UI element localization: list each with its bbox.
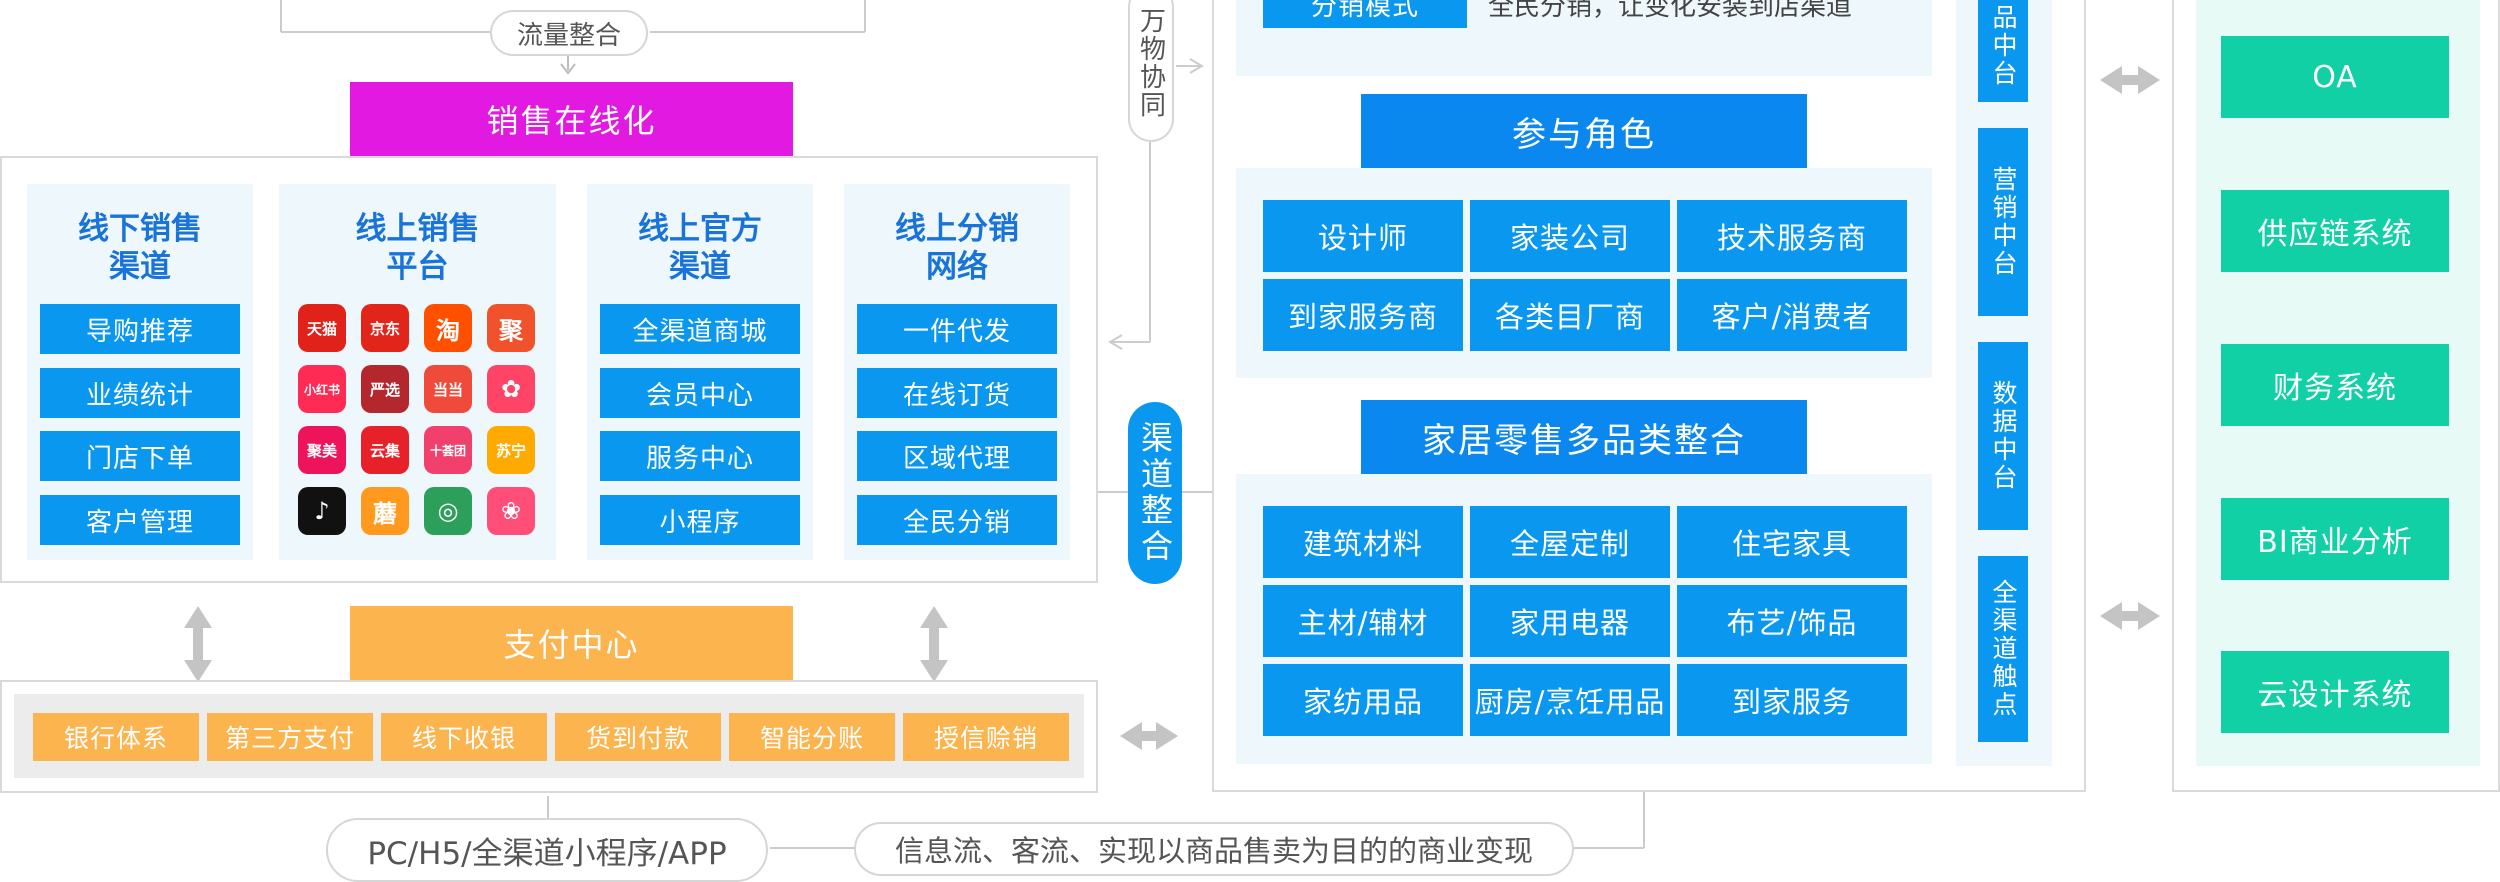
double-arrow-payment-icon [1120,722,1178,750]
terminal-label: PC/H5/全渠道小程序/APP [326,818,768,882]
xiaohongshu-icon: 小红书 [298,365,346,413]
category-item: 建筑材料 [1263,506,1463,578]
offline-item: 业绩统计 [40,368,240,418]
shijiatuan-icon: 十荟团 [424,426,472,474]
distribution-mode-cell: 分销模式 [1263,0,1467,28]
mogujie-icon: ✿ [487,365,535,413]
role-item: 到家服务商 [1263,279,1463,351]
double-arrow-left-icon [184,606,212,682]
category-item: 家纺用品 [1263,664,1463,736]
double-arrow-systems-bottom-icon [2100,602,2160,630]
official-item: 会员中心 [600,368,800,418]
jumei-icon: 聚美 [298,426,346,474]
flow-integration-label: 流量整合 [490,10,648,56]
taobao-icon: 淘 [424,304,472,352]
category-item: 布艺/饰品 [1677,585,1907,657]
wanwu-collab-label: 万物协同 [1128,0,1174,142]
distribution-mode-text: 全民分销，让变化安装到店渠道 [1488,0,1853,22]
payment-item: 智能分账 [729,713,895,761]
distribution-item: 区域代理 [857,431,1057,481]
system-item: 财务系统 [2221,344,2449,426]
online-platform-title: 线上销售 平台 [355,211,480,285]
category-item: 家用电器 [1470,585,1670,657]
distribution-item: 在线订货 [857,368,1057,418]
category-item: 全屋定制 [1470,506,1670,578]
payment-item: 授信赊销 [903,713,1069,761]
system-item: BI商业分析 [2221,498,2449,580]
payment-center-title: 支付中心 [350,606,793,680]
official-item: 小程序 [600,495,800,545]
douyin-icon: ♪ [298,487,346,535]
yanxuan-icon: 严选 [361,365,409,413]
categories-title: 家居零售多品类整合 [1361,400,1807,474]
mogu-icon: 蘑 [361,487,409,535]
roles-title: 参与角色 [1361,94,1807,168]
role-item: 设计师 [1263,200,1463,272]
official-item: 全渠道商城 [600,304,800,354]
payment-item: 第三方支付 [207,713,373,761]
payment-item: 银行体系 [33,713,199,761]
category-item: 到家服务 [1677,664,1907,736]
payment-item: 货到付款 [555,713,721,761]
tab-product-platform: 品中台 [1978,0,2028,102]
weidian-icon: ◎ [424,487,472,535]
jd-icon: 京东 [361,304,409,352]
distribution-title: 线上分销 网络 [895,211,1019,285]
system-item: 云设计系统 [2221,651,2449,733]
dangdang-icon: 当当 [424,365,472,413]
channel-integration-label: 渠道整合 [1128,402,1182,584]
offline-item: 导购推荐 [40,304,240,354]
role-item: 家装公司 [1470,200,1670,272]
offline-sales-title: 线下销售 渠道 [78,211,202,285]
system-item: OA [2221,36,2449,118]
tab-marketing-platform: 营销中台 [1978,128,2028,316]
juhuasuan-icon: 聚 [487,304,535,352]
category-item: 主材/辅材 [1263,585,1463,657]
distribution-item: 一件代发 [857,304,1057,354]
official-item: 服务中心 [600,431,800,481]
official-channel-title: 线上官方 渠道 [638,211,762,285]
sales-online-title: 销售在线化 [350,82,793,156]
tab-omnichannel-touchpoint: 全渠道触点 [1978,556,2028,742]
suning-icon: 苏宁 [487,426,535,474]
distribution-item: 全民分销 [857,495,1057,545]
system-item: 供应链系统 [2221,190,2449,272]
offline-item: 客户管理 [40,495,240,545]
double-arrow-systems-top-icon [2100,66,2160,94]
meilishuo-icon: ❀ [487,487,535,535]
business-flow-label: 信息流、客流、实现以商品售卖为目的的商业变现 [854,822,1574,876]
category-item: 住宅家具 [1677,506,1907,578]
category-item: 厨房/烹饪用品 [1470,664,1670,736]
role-item: 各类目厂商 [1470,279,1670,351]
offline-item: 门店下单 [40,431,240,481]
tab-data-platform: 数据中台 [1978,342,2028,530]
role-item: 客户/消费者 [1677,279,1907,351]
yunji-icon: 云集 [361,426,409,474]
payment-item: 线下收银 [381,713,547,761]
tmall-icon: 天猫 [298,304,346,352]
role-item: 技术服务商 [1677,200,1907,272]
double-arrow-right-icon [920,606,948,682]
